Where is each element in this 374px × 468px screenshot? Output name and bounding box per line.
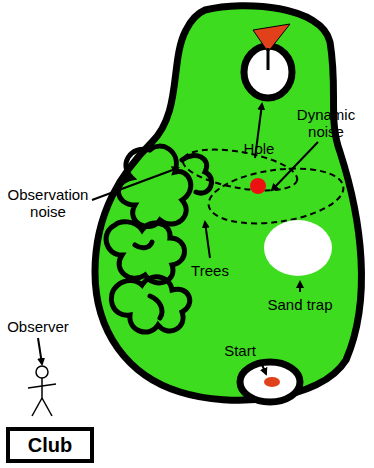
sand-trap xyxy=(264,220,332,276)
leader-arrows xyxy=(38,104,318,374)
label-text: Observation noise xyxy=(3,186,93,220)
observer-figure xyxy=(28,366,56,416)
noise-ellipse xyxy=(205,161,347,231)
hole-dot xyxy=(250,178,266,194)
label-text: Dynamic noise xyxy=(281,106,371,140)
course-outline xyxy=(95,6,361,400)
club-box: Club xyxy=(6,427,94,463)
label-text: Start xyxy=(224,342,256,359)
box-label: Club xyxy=(28,434,72,457)
green-ring xyxy=(244,46,292,98)
flag xyxy=(253,24,290,52)
label-text: Observer xyxy=(7,318,69,335)
start-ball xyxy=(264,377,280,387)
start-tee xyxy=(240,362,300,402)
label-text: Sand trap xyxy=(267,296,332,313)
label-text: Trees xyxy=(191,262,229,279)
trees xyxy=(106,146,211,332)
label-text: Hole xyxy=(244,140,275,157)
